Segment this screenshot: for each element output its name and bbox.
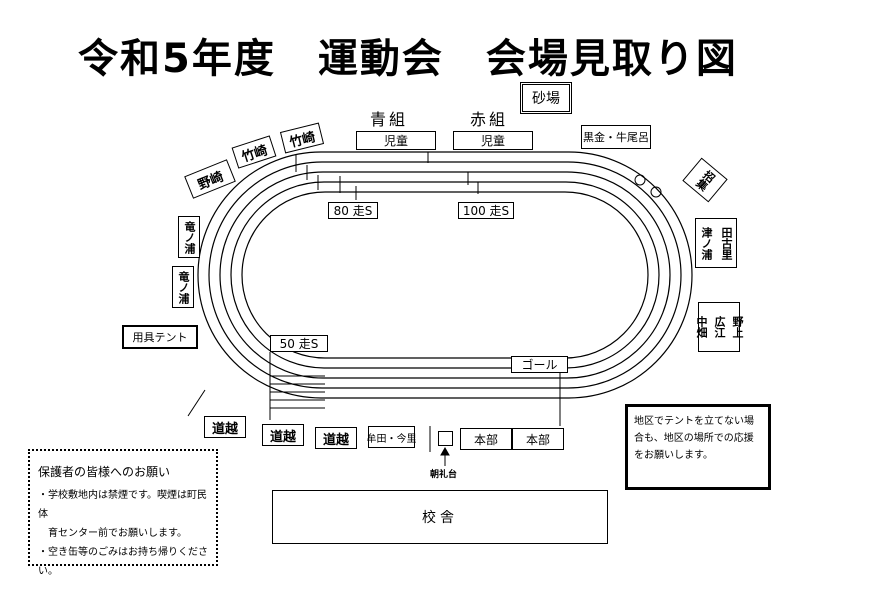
school-building: 校舎 [272,490,608,544]
goal-line-label: ゴール [511,356,568,373]
track-lane-2 [208,161,682,389]
tent-michigoe-2: 道越 [262,424,304,446]
parents-notice: 保護者の皆様へのお願い ・学校敷地内は禁煙です。喫煙は町民体 育センター前でお願… [28,449,218,577]
track-lane-4 [230,181,660,369]
tatsunoura-1-label: 竜ノ浦 [183,220,196,254]
notice-line-3: ・空き缶等のごみはお持ち帰りください。 [38,547,208,577]
page-title: 令和5年度 運動会 会場見取り図 [78,36,738,82]
tent-kurogane-ushioro: 黒金・牛尾呂 [581,125,651,149]
marker-circle [634,174,646,186]
marker-circle [650,186,662,198]
shoshu-label: 招集 [693,167,718,193]
honbu-tent-2: 本部 [512,428,564,450]
equipment-tent: 用具テント [122,325,198,349]
tent-nakahata-hiroe-nogami: 中畑 広江 野上 [695,302,744,352]
children-seating-blue: 児童 [356,131,436,150]
tent-tanoura-kozato: 津ノ浦 田古里 [695,218,737,268]
track-lane-outer [197,151,693,399]
notice-line-2: 育センター前でお願いします。 [48,528,187,539]
kozato-label: 田古里 [720,226,733,260]
choreidai-platform [438,431,453,446]
track-lane-3 [219,171,671,379]
hiroe-label: 広江 [713,316,726,338]
tanoura-label: 津ノ浦 [700,226,713,260]
tent-tatsunoura-2: 竜ノ浦 [172,266,194,308]
team-red-label: 赤組 [470,110,509,129]
notice-line-1: ・学校敷地内は禁煙です。喫煙は町民体 [38,490,207,520]
tatsunoura-2-label: 竜ノ浦 [177,270,190,304]
choreidai-label: 朝礼台 [430,470,458,480]
start-50m: 50 走S [270,335,328,352]
start-80m: 80 走S [328,202,378,219]
tent-tatsunoura-1: 竜ノ浦 [178,216,200,258]
nakahata-label: 中畑 [695,316,708,338]
honbu-tent-1: 本部 [460,428,512,450]
team-blue-label: 青組 [370,110,409,129]
tent-michigoe-3: 道越 [315,427,357,449]
track-lane-inner [241,191,649,359]
notice-heading: 保護者の皆様へのお願い [38,465,171,479]
sandbox-area: 砂場 [520,82,572,114]
tent-michigoe-1: 道越 [204,416,246,438]
start-100m: 100 走S [458,202,514,219]
nogami-label: 野上 [731,316,744,338]
children-seating-red: 児童 [453,131,533,150]
tent-muta-imari: 牟田・今里 [367,426,417,448]
district-notice: 地区でテントを立てない場合も、地区の場所での応援をお願いします。 [625,404,771,490]
